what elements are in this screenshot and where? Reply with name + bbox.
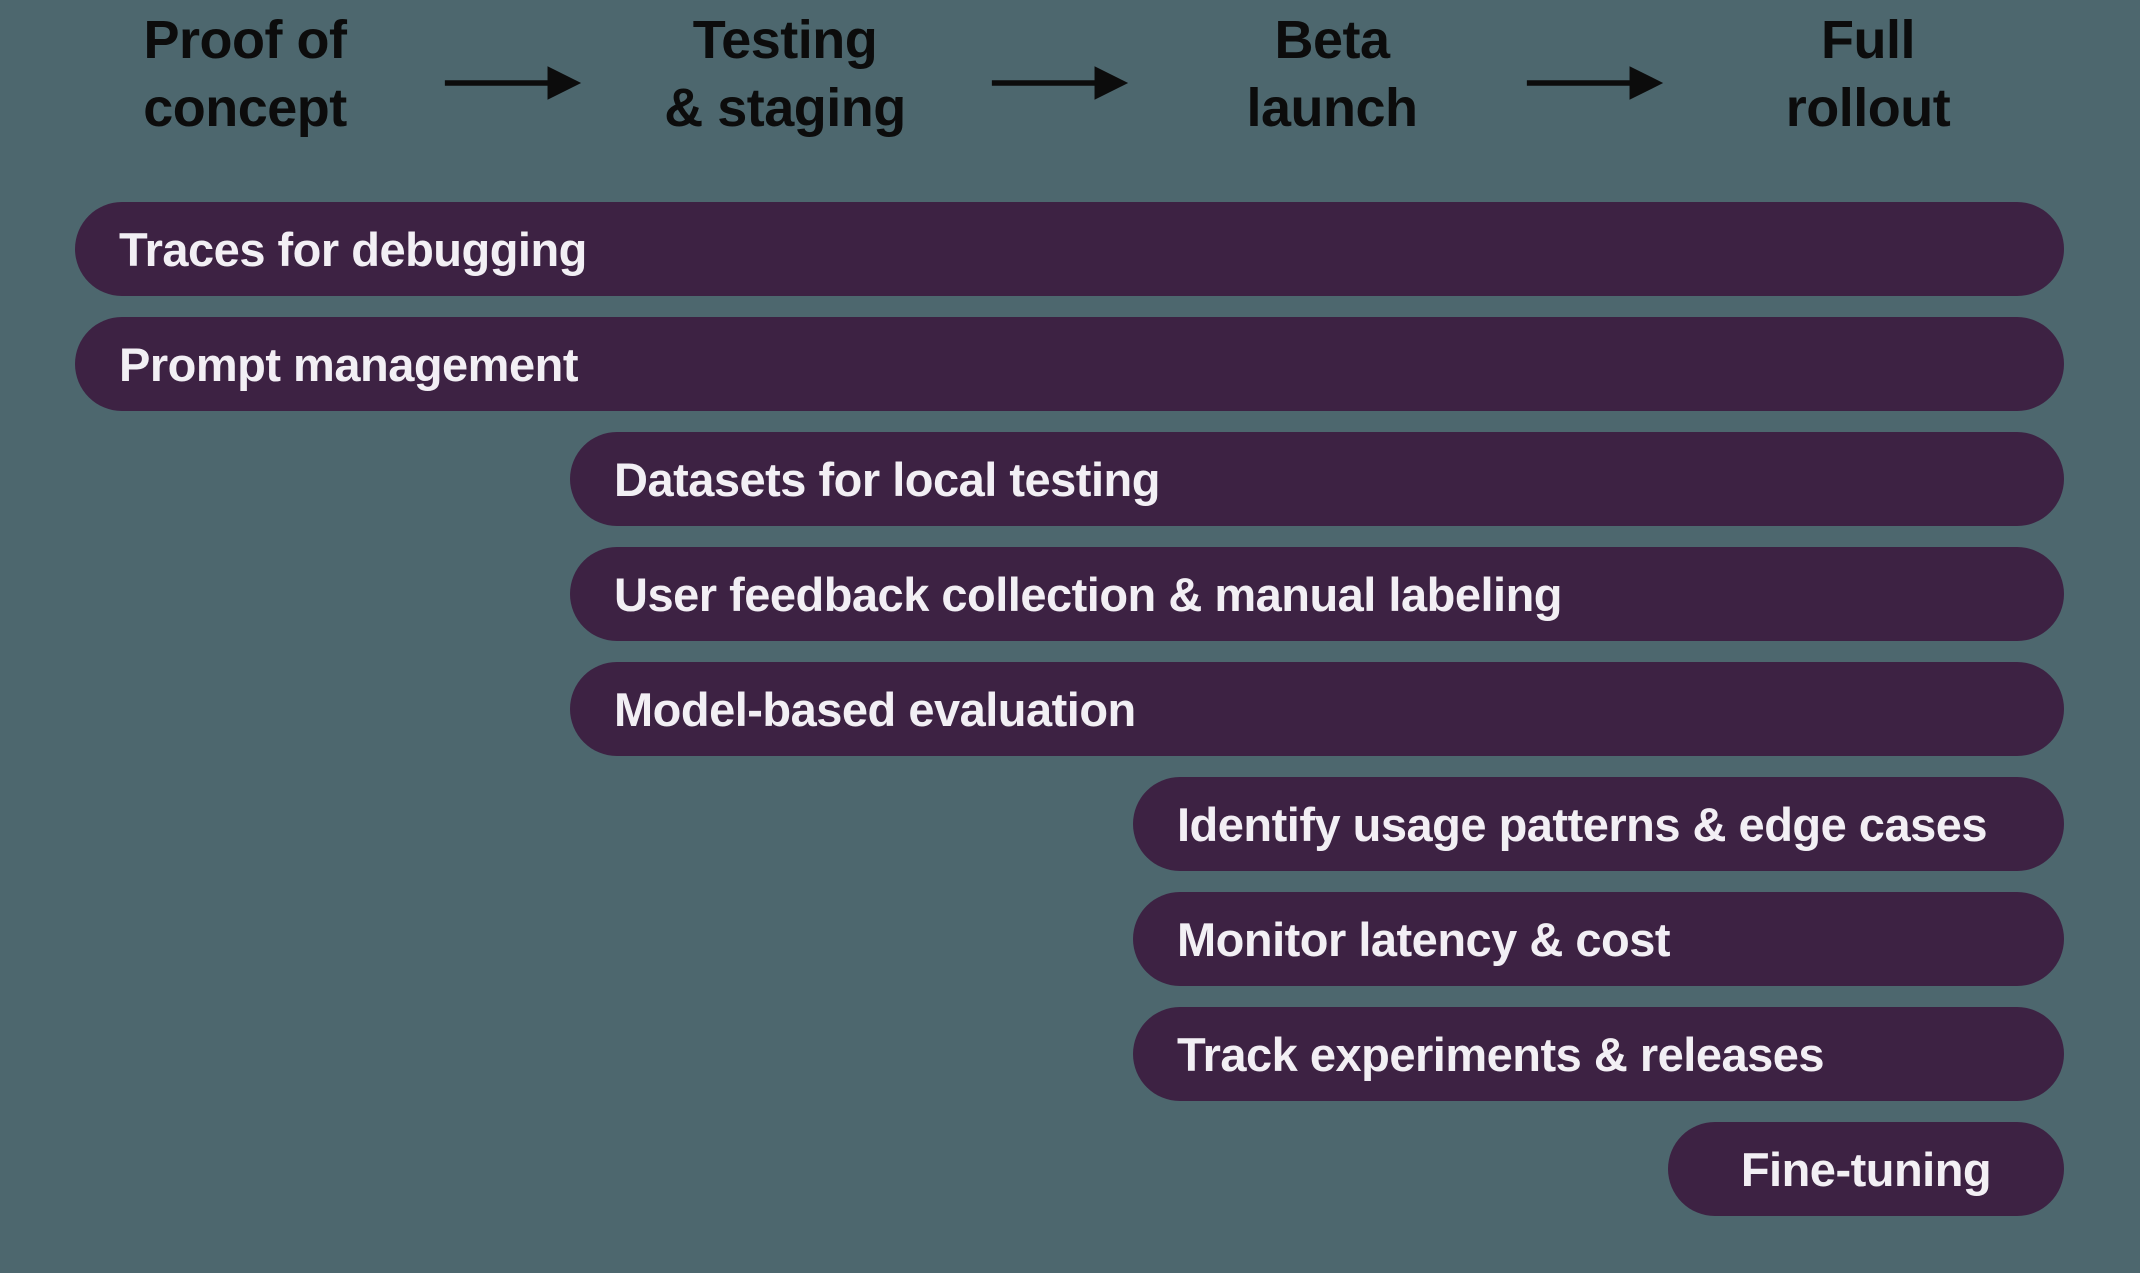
phase-label-proof-of-concept: Proof of concept	[143, 6, 347, 142]
phase-label-line: Proof of	[143, 10, 347, 70]
phase-label-testing-staging: Testing & staging	[664, 6, 906, 142]
flow-arrow-icon	[991, 66, 1129, 100]
task-bar-model-based-evaluation: Model-based evaluation	[570, 662, 2064, 756]
phase-label-line: concept	[143, 78, 347, 138]
flow-arrow-icon	[444, 66, 582, 100]
phase-label-line: & staging	[664, 78, 906, 138]
task-bar-label: User feedback collection & manual labeli…	[614, 567, 1563, 621]
phase-label-line: Beta	[1274, 10, 1390, 70]
phase-label-line: Full	[1821, 10, 1915, 70]
task-bar-label: Datasets for local testing	[614, 452, 1160, 506]
task-bar-label: Fine-tuning	[1740, 1142, 1992, 1196]
task-bar-label: Prompt management	[119, 337, 578, 391]
phase-label-line: Testing	[692, 10, 878, 70]
phase-label-beta-launch: Beta launch	[1246, 6, 1418, 142]
phase-label-line: launch	[1246, 78, 1418, 138]
task-bar-label: Track experiments & releases	[1177, 1027, 1825, 1081]
task-bar-track-experiments-releases: Track experiments & releases	[1133, 1007, 2064, 1101]
task-bar-fine-tuning: Fine-tuning	[1668, 1122, 2064, 1216]
task-bar-monitor-latency-cost: Monitor latency & cost	[1133, 892, 2064, 986]
task-bar-datasets-for-local-testing: Datasets for local testing	[570, 432, 2064, 526]
task-bar-user-feedback-collection: User feedback collection & manual labeli…	[570, 547, 2064, 641]
phase-label-full-rollout: Full rollout	[1785, 6, 1951, 142]
task-bar-label: Model-based evaluation	[614, 682, 1136, 736]
task-bar-identify-usage-patterns: Identify usage patterns & edge cases	[1133, 777, 2064, 871]
flow-arrow-icon	[1526, 66, 1664, 100]
task-bar-prompt-management: Prompt management	[75, 317, 2064, 411]
task-bar-traces-for-debugging: Traces for debugging	[75, 202, 2064, 296]
phase-label-line: rollout	[1785, 78, 1951, 138]
task-bar-label: Identify usage patterns & edge cases	[1177, 797, 1988, 851]
task-bar-label: Monitor latency & cost	[1177, 912, 1671, 966]
task-bar-label: Traces for debugging	[119, 222, 587, 276]
